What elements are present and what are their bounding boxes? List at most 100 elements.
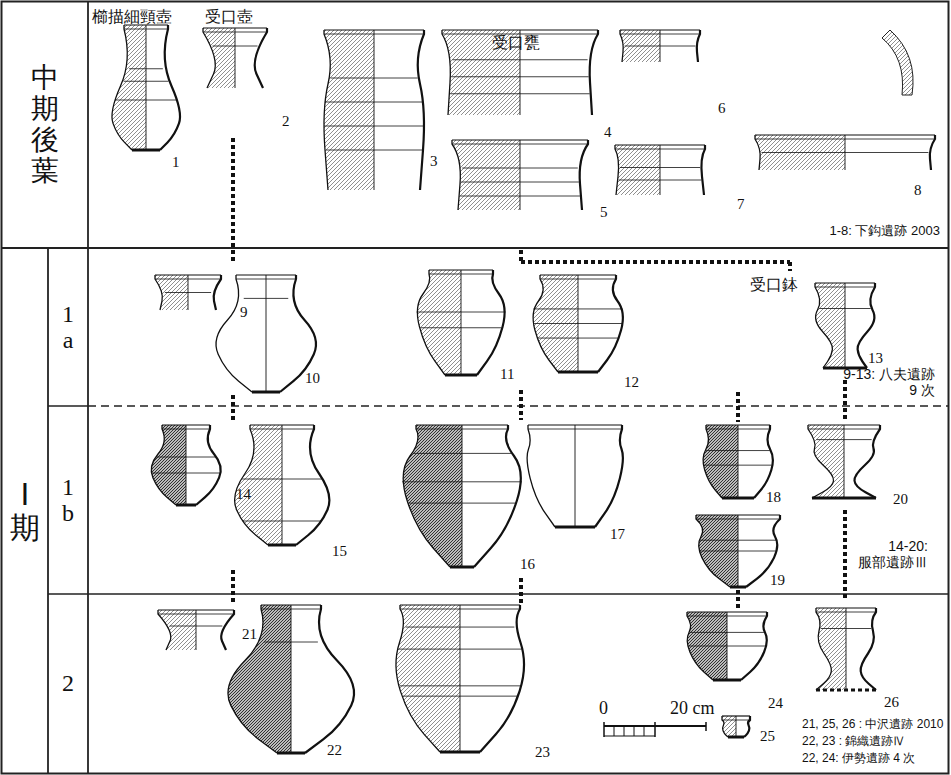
pot-outline <box>235 425 268 545</box>
pot-axis <box>660 145 661 195</box>
callout-number: 1 <box>172 154 180 171</box>
lineage-dotted-line <box>519 578 523 603</box>
pot-base <box>252 391 280 394</box>
pot-band <box>452 59 587 60</box>
pot-drawing <box>155 275 221 310</box>
source-note: 21, 25, 26 : 中沢遺跡 2010 <box>802 718 943 732</box>
pot-hatching <box>216 275 266 392</box>
pot-base <box>440 751 480 754</box>
row-rule-dashed <box>88 405 949 407</box>
pot-base <box>132 149 160 152</box>
pot-outline <box>580 140 588 210</box>
pot-outline <box>151 425 176 505</box>
pot-band <box>157 457 216 458</box>
period-label: 中期後葉 <box>31 63 59 186</box>
period-cell: 1a <box>48 248 88 406</box>
callout-number: 22 <box>327 742 342 759</box>
pot-band <box>534 323 622 324</box>
pot-band <box>690 632 764 633</box>
pot-outline <box>590 30 598 115</box>
pot-axis <box>282 425 283 545</box>
callout-number: 25 <box>760 728 775 745</box>
callout-number: 13 <box>868 350 883 367</box>
callout-number: 21 <box>242 626 257 643</box>
period-label: 2 <box>61 670 74 696</box>
pot-drawing <box>216 275 316 392</box>
pot-axis <box>196 610 197 650</box>
pot-band <box>398 649 521 650</box>
pot-outline <box>417 270 445 375</box>
callout-number: 7 <box>737 196 745 213</box>
lineage-dotted-line <box>736 392 740 422</box>
type-heading: 櫛描細頸壺 <box>92 8 172 26</box>
lineage-dotted-line <box>843 510 847 600</box>
callout-number: 16 <box>520 556 535 573</box>
pot-hatching <box>615 145 660 195</box>
pot-outline <box>160 25 180 150</box>
pot-outline <box>620 30 623 62</box>
pot-drawing <box>527 425 623 527</box>
pot-band <box>243 521 322 522</box>
pot-hatching <box>151 425 186 505</box>
pot-outline <box>305 605 354 753</box>
pot-drawing <box>396 605 524 752</box>
pot-drawing <box>417 270 506 375</box>
row-rule <box>48 405 88 407</box>
pot-outline <box>477 270 505 375</box>
pot-hatching <box>808 425 844 498</box>
pot-axis <box>845 283 846 368</box>
pot-axis <box>186 425 187 505</box>
pot-band <box>170 626 223 627</box>
scale-text: 20 cm <box>670 698 715 719</box>
pot-outline <box>324 30 330 190</box>
pot-axis <box>846 608 847 690</box>
pot-band <box>700 551 776 552</box>
pot-outline <box>228 605 277 753</box>
pot-axis <box>844 425 845 498</box>
period-cell: 1b <box>48 406 88 594</box>
callout-number: 23 <box>535 744 550 761</box>
pot-base <box>722 497 754 500</box>
pot-axis <box>738 425 739 498</box>
pot-band <box>451 76 588 77</box>
pot-drawing <box>112 25 180 150</box>
pot-drawing <box>151 425 220 505</box>
pot-base <box>728 736 744 739</box>
pot-band <box>406 627 515 628</box>
type-heading: 受口甕 <box>492 34 540 52</box>
lineage-dotted-line <box>231 395 235 421</box>
pot-axis <box>462 425 463 567</box>
pot-band <box>402 481 522 482</box>
callout-number: 10 <box>305 370 320 387</box>
callout-number: 19 <box>770 572 785 589</box>
pot-hatching <box>417 270 461 375</box>
pot-hatching <box>527 425 575 527</box>
pot-axis <box>575 425 576 527</box>
pot-outline <box>527 425 555 527</box>
callout-number: 18 <box>766 489 781 506</box>
pot-outline <box>744 716 750 737</box>
pot-band <box>413 453 511 454</box>
pot-outline <box>808 425 834 498</box>
pot-band <box>325 102 423 103</box>
pot-base <box>558 371 598 374</box>
pot-outline <box>861 608 876 690</box>
callout-number: 5 <box>600 204 608 221</box>
pot-drawing <box>615 145 705 195</box>
callout-number: 17 <box>610 526 625 543</box>
column-rule <box>47 248 49 773</box>
pot-band <box>461 182 579 183</box>
pot-outline <box>296 425 329 545</box>
pot-outline <box>442 30 450 115</box>
pot-band <box>816 439 871 440</box>
pot-outline <box>196 425 221 505</box>
pot-axis <box>146 25 147 150</box>
pot-band <box>264 642 318 643</box>
callout-number: 3 <box>430 153 438 170</box>
callout-number: 14 <box>236 486 251 503</box>
pot-band <box>330 78 417 79</box>
pot-band <box>533 308 622 309</box>
callout-number: 12 <box>624 374 639 391</box>
pot-axis <box>520 140 521 210</box>
pot-band <box>124 81 169 82</box>
